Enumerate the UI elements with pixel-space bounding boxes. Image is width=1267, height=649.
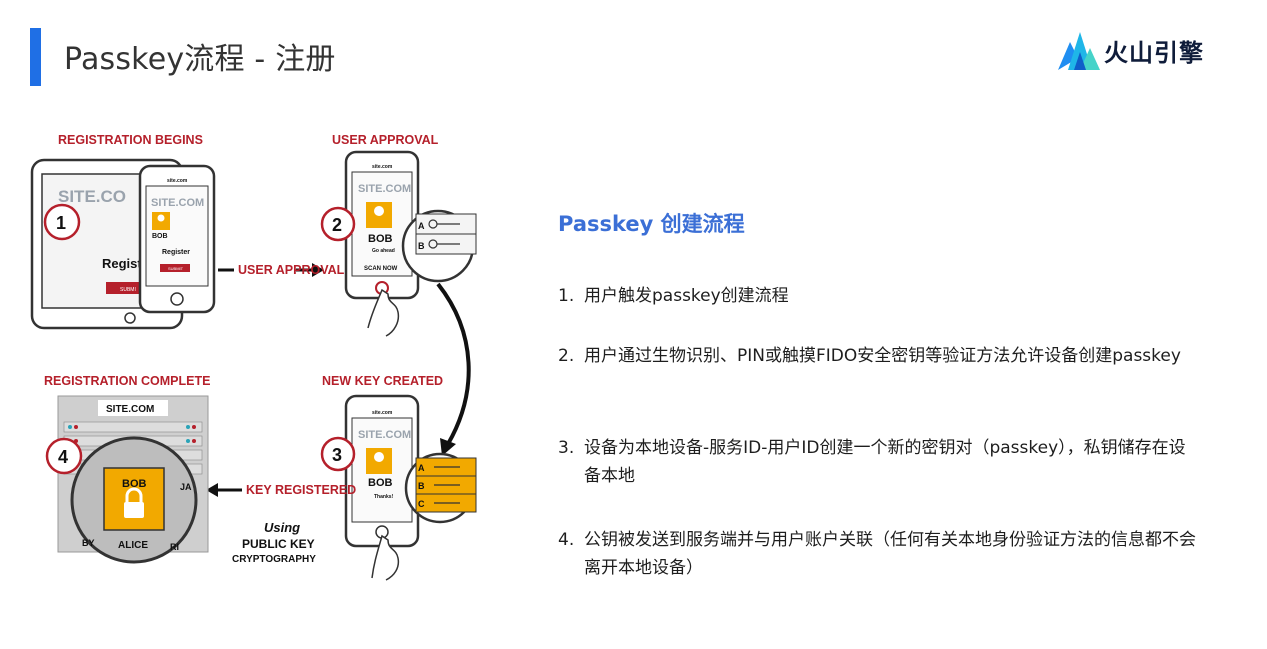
stage1-title: REGISTRATION BEGINS [58, 133, 203, 147]
phone3-site: SITE.COM [358, 429, 411, 441]
key3-b: B [418, 481, 425, 491]
volcano-logo-icon [1058, 32, 1100, 70]
caption-public-key: PUBLIC KEY [242, 537, 315, 551]
key-circle-3: A B C [404, 452, 477, 524]
phone3-user: BOB [368, 477, 393, 489]
server-partial-right2: RI [170, 542, 179, 552]
list-item: 2.用户通过生物识别、PIN或触摸FIDO安全密钥等验证方法允许设备创建pass… [558, 346, 1181, 366]
phone2-scan-now: SCAN NOW [364, 266, 398, 272]
server-user-main: BOB [122, 478, 147, 490]
phone3-domain: site.com [372, 410, 393, 416]
key2-a: A [418, 221, 425, 231]
phone2-domain: site.com [372, 164, 393, 170]
passkey-registration-diagram: REGISTRATION BEGINS SITE.CO Registe SUBM… [30, 133, 477, 581]
stage2-number: 2 [332, 215, 342, 235]
stage2-title: USER APPROVAL [332, 133, 439, 147]
caption-using: Using [264, 520, 300, 535]
phone1-user: BOB [152, 233, 168, 240]
key3-c: C [418, 499, 425, 509]
slide-title: Passkey流程 - 注册 [64, 42, 336, 77]
key2-b: B [418, 241, 425, 251]
stage1-number: 1 [56, 213, 66, 233]
tablet-site-label: SITE.CO [58, 187, 126, 206]
title-accent-bar [30, 28, 41, 86]
server-partial-left: BY [82, 538, 95, 548]
phone-illustration-3: site.com SITE.COM BOB Thanks! [344, 394, 420, 581]
phone2-go-ahead: Go ahead [372, 248, 395, 254]
section-heading: Passkey 创建流程 [558, 212, 745, 236]
phone1-domain: site.com [167, 178, 188, 184]
list-item: 4.公钥被发送到服务端并与用户账户关联（任何有关本地身份验证方法的信息都不会离开… [558, 530, 1196, 578]
phone1-register: Register [162, 249, 190, 256]
tablet-register-label: Registe [102, 256, 149, 271]
brand-logo: 火山引擎 [1056, 28, 1204, 72]
server-partial-right: JA [180, 482, 192, 492]
arrow-key-registered-label: KEY REGISTERED [246, 483, 356, 497]
phone-illustration-2: site.com SITE.COM BOB Go ahead SCAN NOW [344, 150, 420, 337]
list-item: 1.用户触发passkey创建流程 [558, 286, 789, 306]
phone-illustration-1: site.com SITE.COM BOB Register SUBMIT [138, 164, 216, 314]
caption-cryptography: CRYPTOGRAPHY [232, 554, 316, 565]
stage4-title: REGISTRATION COMPLETE [44, 374, 210, 388]
key3-a: A [418, 463, 425, 473]
stage3-title: NEW KEY CREATED [322, 374, 443, 388]
brand-name: 火山引擎 [1104, 38, 1204, 67]
stage4-number: 4 [58, 447, 68, 467]
phone3-thanks: Thanks! [374, 494, 394, 500]
phone2-site: SITE.COM [358, 183, 411, 195]
phone2-user: BOB [368, 233, 393, 245]
stage3-number: 3 [332, 445, 342, 465]
key-circle-2: A B [401, 209, 477, 283]
tablet-submit-label: SUBMI [120, 287, 136, 293]
server-zoom-circle: BOB ALICE BY JA RI [70, 436, 198, 564]
phone1-submit: SUBMIT [168, 266, 184, 271]
phone1-site: SITE.COM [151, 197, 204, 209]
server-user-second: ALICE [118, 540, 148, 551]
list-item: 3.设备为本地设备-服务ID-用户ID创建一个新的密钥对（passkey），私钥… [558, 438, 1186, 486]
server-site: SITE.COM [106, 404, 154, 415]
arrow-user-approval-label: USER APPROVAL [238, 263, 345, 277]
